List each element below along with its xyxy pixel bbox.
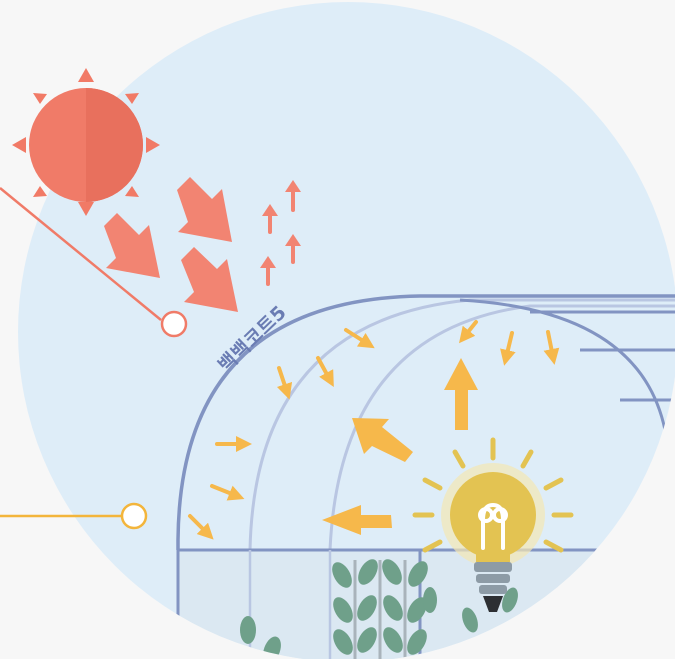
leader-line-yellow	[0, 502, 148, 530]
sun-icon	[12, 68, 160, 216]
reflected-arrows	[260, 180, 301, 286]
bulb-rays	[412, 437, 574, 553]
leader-line-red	[0, 187, 188, 338]
heat-arrows-large	[322, 358, 478, 535]
heat-arrows-small	[188, 320, 560, 540]
sunlight-arrows	[104, 177, 238, 312]
plant-icon	[240, 559, 547, 659]
sun-rays	[12, 68, 160, 216]
light-bulb-icon	[412, 437, 574, 612]
